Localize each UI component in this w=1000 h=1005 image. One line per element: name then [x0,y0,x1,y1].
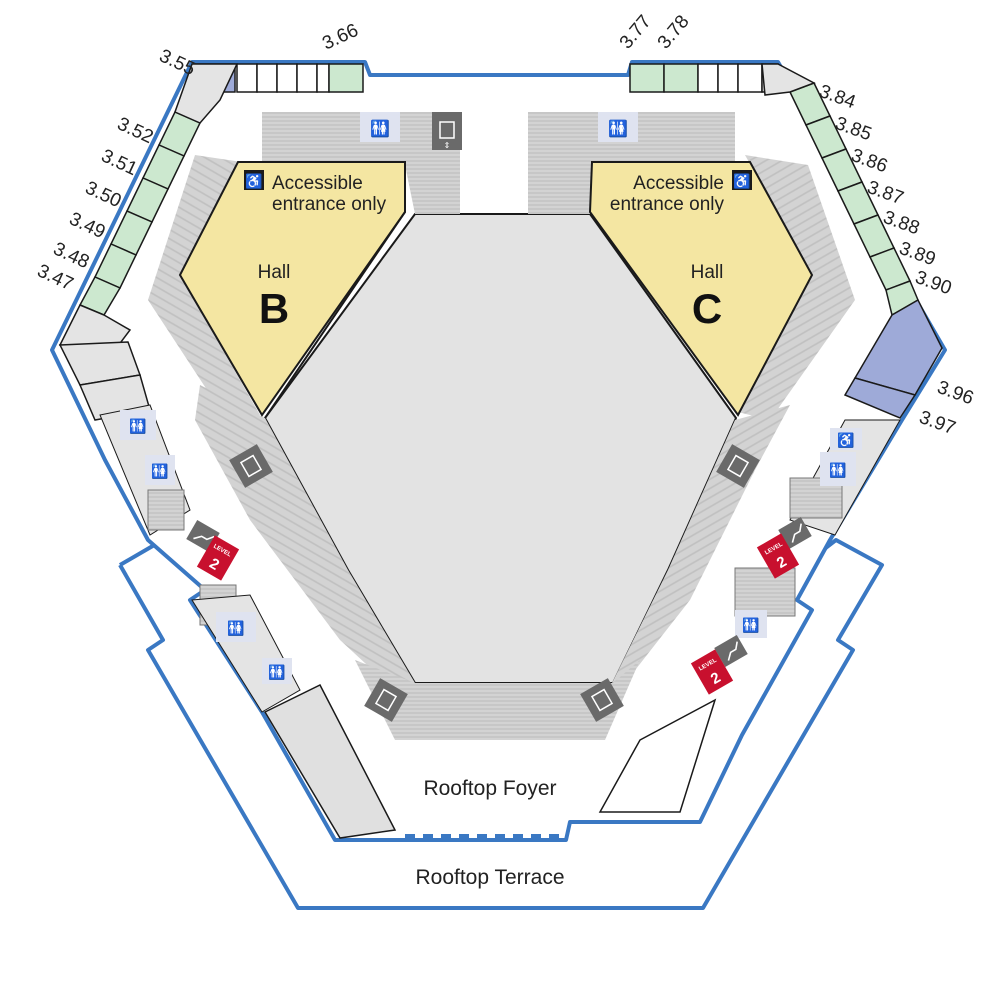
stand-left-upper [148,155,262,425]
room-top-r3[interactable] [737,63,763,93]
svg-text:🚻: 🚻 [608,119,628,138]
restroom-icon: 🚻 [262,658,292,684]
svg-text:♿: ♿ [245,173,262,190]
storage-right-bottom [598,698,717,813]
room-label-3-49: 3.49 [66,208,108,243]
room-top-2[interactable] [256,63,278,93]
elevator-icon[interactable] [716,444,760,488]
level-badge: LEVEL 2 [196,535,240,581]
room-label-3-50: 3.50 [82,177,124,212]
room-top-3[interactable] [276,63,298,93]
room-3-66[interactable] [328,63,364,93]
restroom-icon: 🚻 [820,452,856,486]
room-top-r1[interactable] [697,63,719,93]
escalator-icon[interactable] [714,634,748,668]
rooftop-terrace-label: Rooftop Terrace [415,866,564,889]
elevator-icon[interactable]: ⇕ [432,112,462,150]
svg-text:⇕: ⇕ [444,141,451,150]
hall-b-word: Hall [258,262,291,283]
hall-c-letter: C [692,285,722,332]
room-label-3-78: 3.78 [654,11,694,53]
svg-text:🚻: 🚻 [227,620,244,637]
room-3-77[interactable] [629,63,665,93]
restroom-icon: 🚻 [120,410,156,440]
wheelchair-icon: ♿ [830,428,862,450]
room-3-96[interactable] [853,298,943,396]
room-label-3-96: 3.96 [934,377,976,409]
svg-text:♿: ♿ [733,173,750,190]
hall-b-note-line2: entrance only [272,194,387,215]
storage-left-bottom [263,684,397,839]
room-label-3-51: 3.51 [98,145,140,180]
elevator-icon[interactable] [364,678,408,722]
room-3-78[interactable] [663,63,699,93]
stand-right-upper [738,155,855,420]
wheelchair-icon: ♿ [244,170,264,190]
hall-c-note-line1: Accessible [633,173,724,194]
room-top-5[interactable] [316,63,330,93]
room-top-1[interactable] [236,63,258,93]
escalator-icon[interactable] [778,516,812,550]
restroom-icon: 🚻 [735,610,767,638]
stand-bottom [355,660,640,740]
svg-text:🚻: 🚻 [151,463,168,480]
room-top-r2[interactable] [717,63,739,93]
room-label-3-52: 3.52 [114,113,156,148]
hall-b[interactable] [178,161,406,417]
svg-text:🚻: 🚻 [742,617,759,634]
room-label-3-66: 3.66 [319,20,361,55]
elevator-icon[interactable] [580,678,624,722]
hall-b-letter: B [259,285,289,332]
svg-text:🚻: 🚻 [268,664,285,681]
room-label-3-77: 3.77 [616,11,656,53]
right-rooms-strip [761,63,943,419]
room-right-top-a[interactable] [761,63,816,96]
room-3-97[interactable] [843,377,917,419]
stairs-left-1 [147,489,185,531]
svg-text:♿: ♿ [837,432,854,449]
room-top-4[interactable] [296,63,318,93]
hall-b-border [264,211,406,419]
svg-text:🚻: 🚻 [129,418,146,435]
stairs-right-2 [734,567,796,617]
svg-text:🚻: 🚻 [829,462,846,479]
wheelchair-icon: ♿ [732,170,752,190]
hall-b-note-line1: Accessible [272,173,363,194]
restroom-icon: 🚻 [360,112,400,142]
hall-c-word: Hall [691,262,724,283]
room-label-3-97: 3.97 [916,407,958,439]
hall-c[interactable] [588,161,814,417]
restroom-icon: 🚻 [145,455,175,485]
level-badge: LEVEL 2 [690,649,734,695]
room-left-top-a[interactable] [174,63,239,124]
svg-text:🚻: 🚻 [370,119,390,138]
restroom-icon: 🚻 [598,112,638,142]
room-label-3-90: 3.90 [912,267,954,299]
restroom-icon: 🚻 [216,612,256,642]
hall-c-note-line2: entrance only [610,194,725,215]
elevator-icon[interactable] [229,444,273,488]
rooftop-foyer-label: Rooftop Foyer [423,777,556,800]
room-left-lower-a[interactable] [58,304,132,351]
level-badge: LEVEL 2 [756,533,800,579]
